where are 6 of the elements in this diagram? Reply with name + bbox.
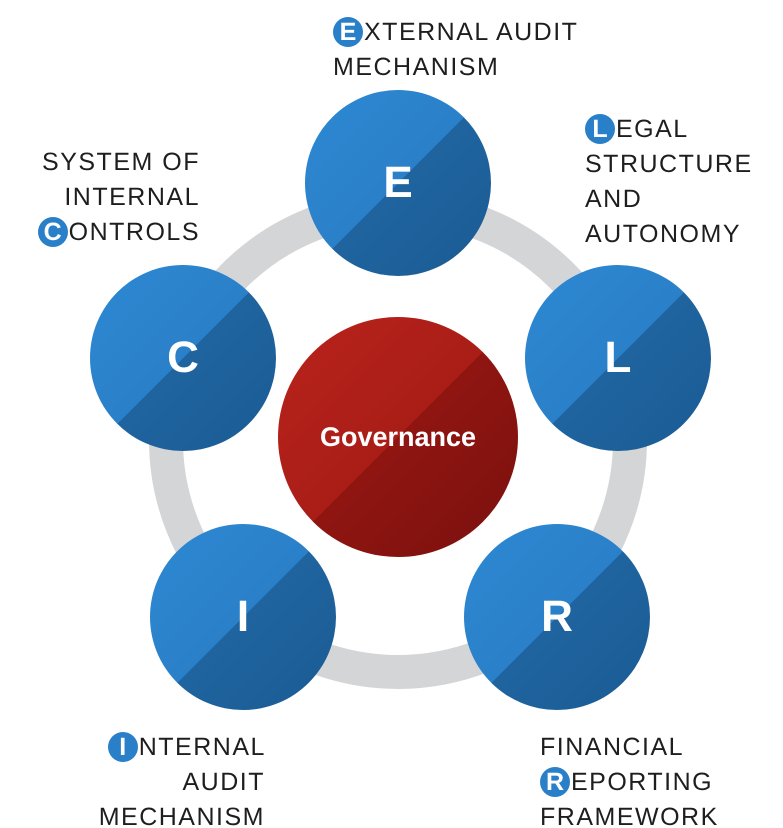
node-label: R: [541, 592, 573, 642]
node-label: C: [167, 333, 199, 383]
node-label: Governance: [320, 422, 476, 452]
node-label: L: [604, 333, 632, 383]
node-label: E: [383, 158, 413, 208]
node-label: I: [236, 592, 250, 642]
